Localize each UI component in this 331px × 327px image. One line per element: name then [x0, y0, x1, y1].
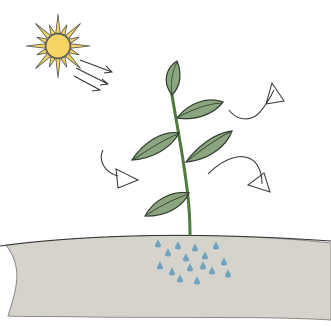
sun-ray: [69, 37, 79, 43]
sun-disc: [46, 34, 70, 58]
sun-ray: [35, 54, 50, 69]
arrow-out-lower: [208, 157, 270, 192]
sunlight-arrows: [74, 60, 112, 91]
sun-icon: [26, 14, 90, 78]
sun-ray: [66, 54, 81, 69]
arrow-in-left: [101, 150, 138, 188]
sun-ray: [26, 44, 45, 48]
soil: [0, 235, 331, 320]
leaves: [132, 61, 232, 216]
sun-ray: [49, 57, 55, 67]
leaf-top: [166, 61, 180, 95]
sun-ray: [61, 57, 67, 67]
leaf-upper-right: [177, 100, 223, 119]
sun-ray: [69, 49, 79, 55]
sun-ray: [61, 25, 67, 35]
sun-ray: [56, 14, 60, 33]
leaf-mid-right: [186, 131, 232, 162]
sun-ray: [49, 25, 55, 35]
sun-ray: [35, 23, 50, 38]
sun-ray: [66, 23, 81, 38]
sun-ray: [37, 49, 47, 55]
arrow-out-upper: [229, 83, 284, 119]
sun-ray: [37, 37, 47, 43]
air-arrows: [101, 83, 284, 192]
sun-ray: [56, 59, 60, 78]
sun-ray: [71, 44, 90, 48]
